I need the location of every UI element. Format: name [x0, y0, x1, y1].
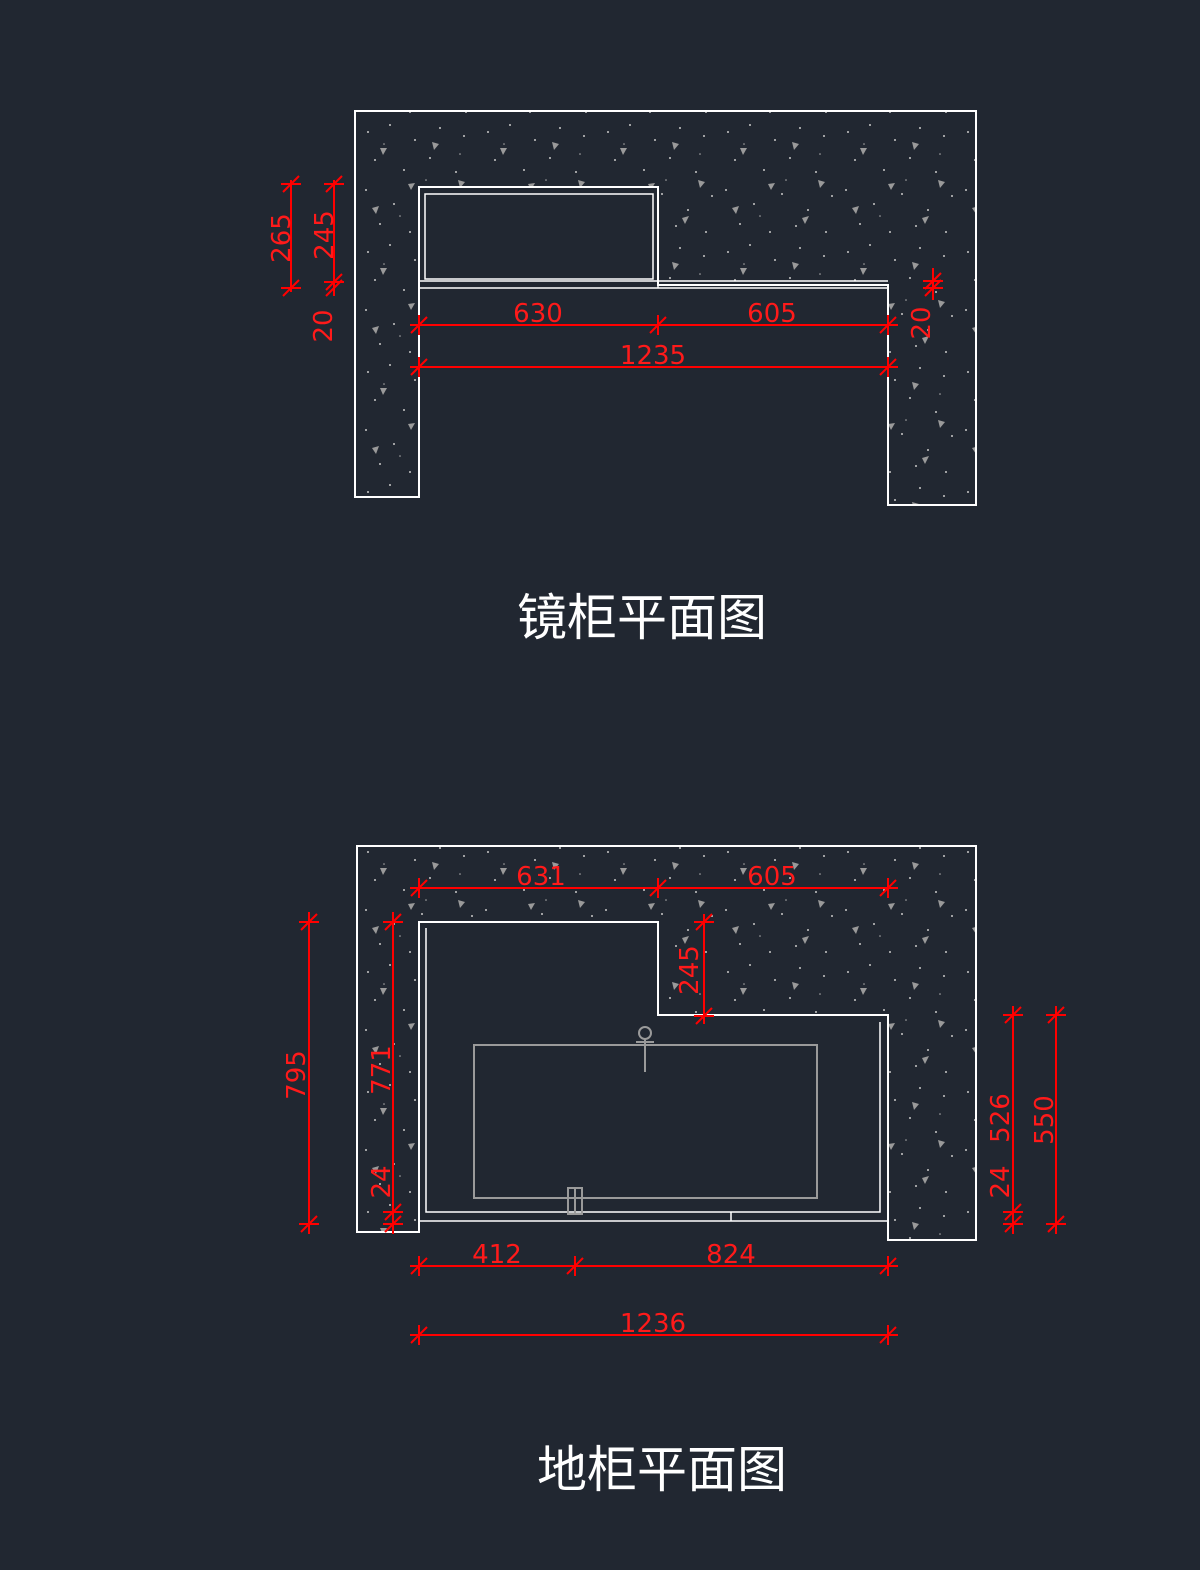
floor-cabinet-plan: 631 605 245 795 771	[282, 845, 1066, 1499]
wall-hatch	[357, 846, 976, 1240]
wall-outline	[356, 845, 977, 1241]
dim-771-24: 771 24	[367, 912, 403, 1234]
dim-245-text: 245	[675, 945, 705, 995]
dim-630-605: 630 605	[410, 299, 898, 335]
dim-20-right: 20	[907, 268, 943, 340]
dim-631-605: 631 605	[410, 862, 898, 898]
dim-20-right-text: 20	[907, 306, 937, 339]
dim-795: 795	[282, 912, 319, 1234]
dim-24-right-text: 24	[986, 1165, 1016, 1198]
mirror-cabinet-box	[424, 193, 654, 280]
dim-824-text: 824	[706, 1240, 756, 1270]
dim-245-floor: 245	[675, 913, 714, 1025]
dim-265-text: 265	[267, 213, 297, 263]
dim-20-left-text: 20	[309, 309, 339, 342]
dim-412-824: 412 824	[410, 1240, 898, 1276]
dim-550: 550	[1030, 1006, 1066, 1234]
dim-771-text: 771	[367, 1045, 397, 1095]
dim-1235-text: 1235	[620, 341, 686, 371]
drawing-title-mirror: 镜柜平面图	[517, 589, 767, 647]
dim-605-text: 605	[747, 299, 797, 329]
dim-245-text: 245	[310, 210, 340, 260]
drawing-title-floor: 地柜平面图	[537, 1441, 787, 1499]
dim-1235: 1235	[410, 341, 898, 377]
dim-526-text: 526	[986, 1093, 1016, 1143]
drain-handle-icon	[567, 1187, 583, 1215]
dim-265: 265	[267, 175, 301, 297]
wall-hatch	[355, 111, 976, 505]
dim-24-left-text: 24	[367, 1165, 397, 1198]
dim-550-text: 550	[1030, 1095, 1060, 1145]
dim-631-text: 631	[516, 862, 566, 892]
mirror-cabinet-plan: 265 245 20 20 630	[267, 110, 977, 647]
dim-526-24: 526 24	[986, 1006, 1023, 1234]
faucet-icon	[636, 1026, 654, 1072]
dim-412-text: 412	[472, 1240, 522, 1270]
dim-605-text: 605	[747, 862, 797, 892]
cabinet-inner-line	[425, 928, 881, 1213]
dim-1236: 1236	[410, 1309, 898, 1345]
dim-1236-text: 1236	[620, 1309, 686, 1339]
dim-795-text: 795	[282, 1050, 312, 1100]
dim-630-text: 630	[513, 299, 563, 329]
dim-245-mirror: 245	[310, 175, 344, 297]
